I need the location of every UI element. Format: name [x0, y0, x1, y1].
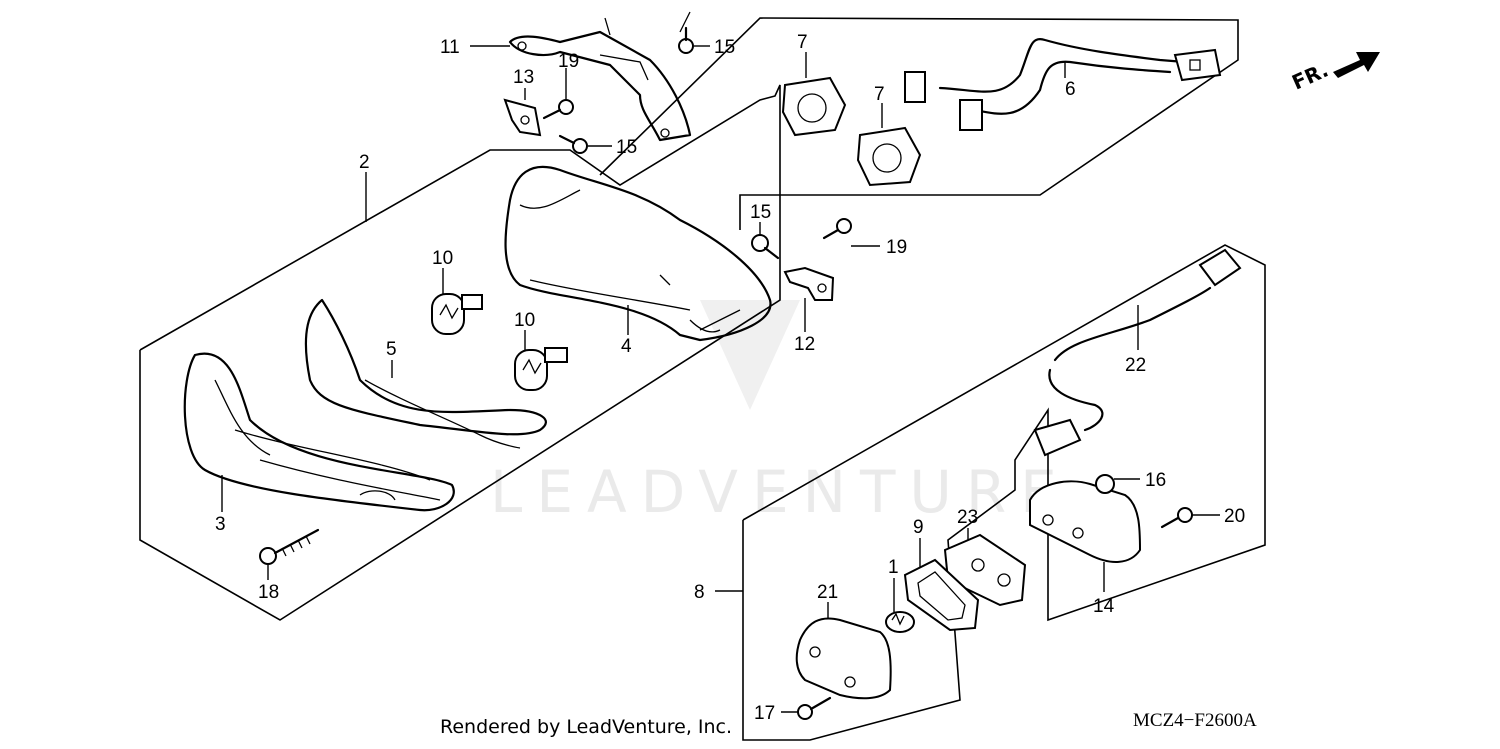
callout-19-upper: 19 — [558, 51, 579, 72]
callout-16: 16 — [1145, 470, 1166, 491]
callout-8: 8 — [694, 582, 705, 603]
callout-7-upper: 7 — [797, 32, 808, 53]
fr-label: FR. — [1288, 58, 1332, 95]
callout-9: 9 — [913, 517, 924, 538]
clip-part-13 — [503, 98, 542, 137]
callout-15-mid: 15 — [616, 137, 637, 158]
diagram-code: MCZ4−F2600A — [1133, 710, 1257, 731]
screw-part-18 — [259, 528, 320, 565]
screw-part-15-lower — [751, 234, 780, 260]
callout-20: 20 — [1224, 506, 1245, 527]
socket-part-7-upper — [781, 76, 847, 137]
lens-part-21 — [795, 617, 892, 700]
callout-18: 18 — [258, 582, 279, 603]
watermark-text: LEADVENTURE — [490, 458, 1071, 526]
screw-part-19-lower — [822, 218, 852, 240]
callout-14: 14 — [1093, 596, 1115, 617]
bulb-part-1 — [885, 611, 915, 633]
credit-text: Rendered by LeadVenture, Inc. — [440, 716, 733, 738]
bulb-part-10-lower — [514, 347, 568, 391]
gasket-part-5 — [304, 298, 547, 449]
callout-10-upper: 10 — [432, 248, 453, 269]
screw-part-15-upper — [678, 26, 694, 54]
callout-5: 5 — [386, 339, 397, 360]
callout-19-lower: 19 — [886, 237, 907, 258]
callout-13: 13 — [513, 67, 534, 88]
lens-part-14 — [1029, 480, 1142, 563]
bulb-part-10-upper — [431, 293, 483, 335]
fr-direction-indicator: FR. — [1288, 52, 1380, 95]
callout-22: 22 — [1125, 355, 1146, 376]
screw-part-15-mid — [558, 134, 588, 154]
harness-part-22 — [1033, 248, 1242, 457]
callout-4: 4 — [621, 336, 632, 357]
screw-part-19-upper — [542, 99, 574, 120]
callout-12: 12 — [794, 334, 815, 355]
callout-23: 23 — [957, 507, 978, 528]
bracket-part-12 — [783, 266, 835, 301]
lens-assembly-part-3 — [183, 352, 455, 512]
callout-11: 11 — [440, 37, 460, 58]
bracket-part-11 — [508, 11, 692, 142]
gasket-part-9 — [903, 558, 980, 632]
callout-2: 2 — [359, 152, 370, 173]
arrow-right-up-icon — [1333, 52, 1380, 78]
callout-3: 3 — [215, 514, 226, 535]
callout-labels: 11 13 19 15 15 7 7 6 2 10 10 5 4 3 18 15… — [215, 32, 1245, 724]
screw-part-20 — [1160, 507, 1193, 529]
callout-15-upper: 15 — [714, 37, 735, 58]
callout-6: 6 — [1065, 79, 1076, 100]
harness-part-6 — [904, 37, 1222, 131]
socket-part-7-lower — [856, 126, 922, 187]
group-outlines — [139, 17, 1266, 741]
nut-part-16 — [1095, 474, 1115, 494]
leader-lines — [221, 45, 1220, 713]
callout-17: 17 — [754, 703, 775, 724]
callout-10-lower: 10 — [514, 310, 535, 331]
callout-7-lower: 7 — [874, 84, 885, 105]
callout-15-lower: 15 — [750, 202, 771, 223]
screw-part-17 — [797, 696, 832, 720]
watermark: LEADVENTURE — [490, 300, 1071, 526]
callout-1: 1 — [888, 557, 899, 578]
housing-part-4 — [504, 165, 772, 342]
callout-21: 21 — [817, 582, 838, 603]
